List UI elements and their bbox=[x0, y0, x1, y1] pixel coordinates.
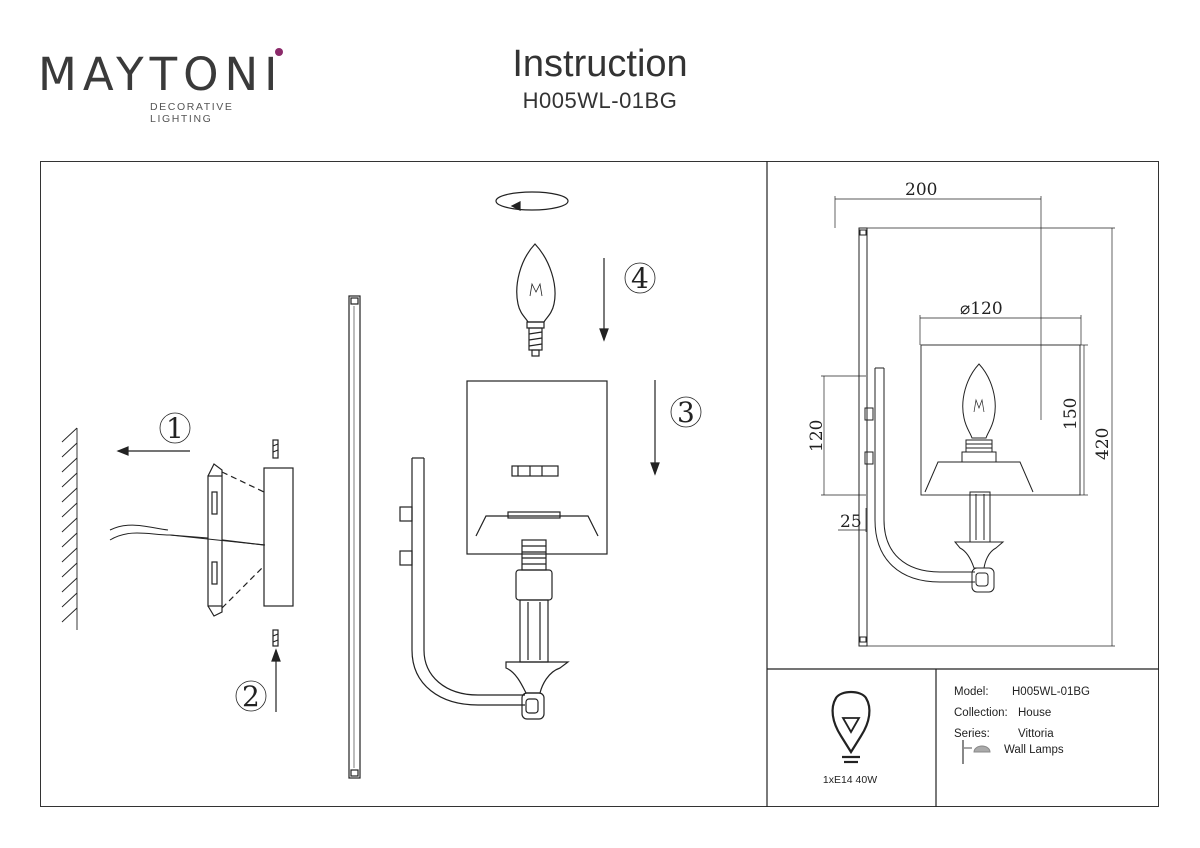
lightbulb-icon bbox=[831, 690, 871, 764]
logo-dot-icon bbox=[275, 48, 283, 56]
rotate-arrow-icon bbox=[495, 191, 569, 211]
series-label: Series: bbox=[954, 728, 990, 740]
type-value: Wall Lamps bbox=[1004, 744, 1064, 756]
dim-plate-height: 120 bbox=[807, 420, 827, 452]
brand-tagline: DECORATIVE LIGHTING bbox=[150, 101, 234, 125]
brand-logo: MAYTONI DECORATIVE LIGHTING bbox=[38, 52, 288, 125]
model-label: Model: bbox=[954, 686, 989, 698]
back-plate bbox=[348, 295, 361, 779]
collection-value: House bbox=[1018, 707, 1052, 719]
dim-diameter: ⌀120 bbox=[960, 299, 1003, 319]
cable-to-plate bbox=[221, 539, 265, 546]
step-1-arrow bbox=[116, 412, 191, 456]
bulb-icon bbox=[516, 243, 556, 357]
wall-lamp-icon bbox=[962, 740, 991, 764]
brand-name: MAYTONI bbox=[38, 48, 284, 101]
screw-icon bbox=[272, 439, 279, 459]
step-3-arrow bbox=[650, 380, 702, 476]
dim-shade-height: 150 bbox=[1061, 398, 1081, 430]
model-code: H005WL-01BG bbox=[522, 87, 678, 113]
page-title: Instruction bbox=[512, 43, 688, 85]
wall-hatch bbox=[61, 427, 78, 630]
cable bbox=[109, 524, 266, 546]
step-4-arrow bbox=[599, 258, 656, 342]
step-1-label: 1 bbox=[166, 412, 184, 445]
bulb-spec: 1xE14 40W bbox=[822, 774, 878, 786]
lamp-arm bbox=[399, 457, 570, 720]
step-2-arrow bbox=[235, 648, 281, 712]
header: Instruction H005WL-01BG bbox=[450, 43, 750, 114]
collection-label: Collection: bbox=[954, 707, 1008, 719]
step-2-label: 2 bbox=[242, 680, 260, 713]
wall-plate bbox=[263, 467, 294, 607]
mounting-bracket bbox=[207, 463, 265, 617]
dimension-drawing bbox=[821, 196, 1115, 647]
model-value: H005WL-01BG bbox=[1012, 686, 1090, 698]
instruction-frame bbox=[40, 161, 1159, 807]
step-4-label: 4 bbox=[631, 262, 649, 295]
dim-width: 200 bbox=[905, 180, 937, 200]
step-3-label: 3 bbox=[677, 396, 695, 429]
dim-depth: 25 bbox=[840, 512, 862, 532]
screw-icon bbox=[272, 629, 279, 647]
series-value: Vittoria bbox=[1018, 728, 1054, 740]
lamp-socket bbox=[515, 539, 553, 601]
lamp-shade bbox=[466, 380, 608, 555]
dim-total-height: 420 bbox=[1093, 428, 1113, 460]
